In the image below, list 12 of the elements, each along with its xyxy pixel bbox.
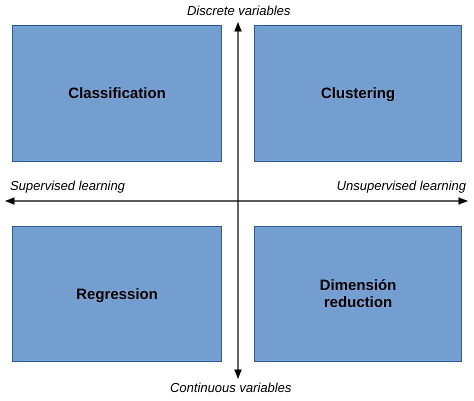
- category-box: [254, 25, 462, 162]
- category-name: Regression: [75, 286, 159, 302]
- category-box: [12, 226, 222, 362]
- axis-label: Unsupervised learning: [336, 178, 466, 193]
- axis-label: Supervised learning: [10, 178, 125, 193]
- category-name: Clustering: [320, 85, 396, 102]
- category-name: Dimensión reduction: [318, 277, 398, 311]
- axis-label: Continuous variables: [170, 380, 292, 395]
- category-box: [254, 226, 462, 362]
- category-name: Classification: [67, 85, 167, 102]
- axis-label: Discrete variables: [187, 3, 290, 18]
- category-box: [12, 25, 222, 162]
